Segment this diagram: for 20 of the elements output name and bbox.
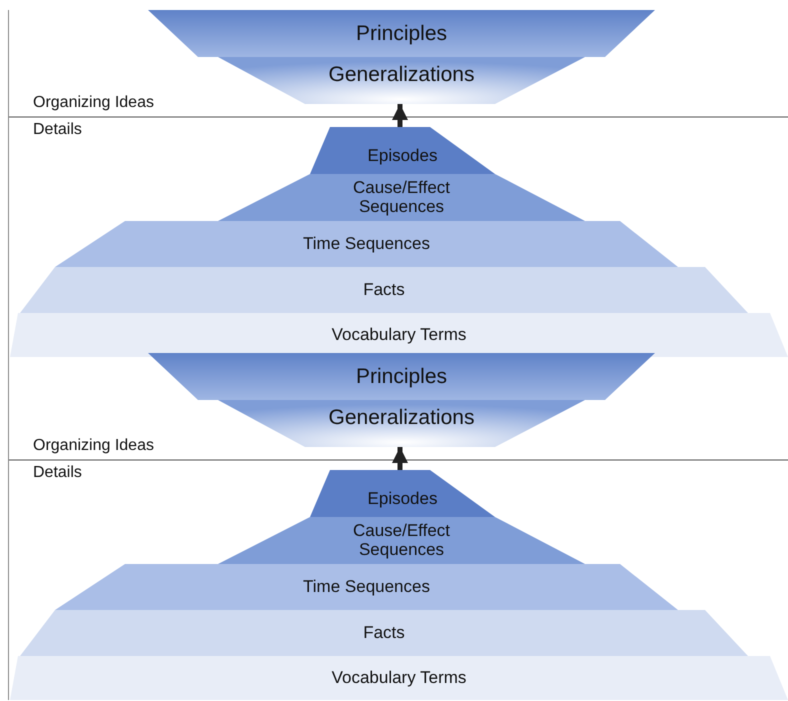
arrow <box>392 104 408 127</box>
level-label: Principles <box>356 22 448 46</box>
level-label: Vocabulary Terms <box>332 326 466 344</box>
level-label: Facts <box>363 280 405 300</box>
level-label: Generalizations <box>328 62 474 86</box>
section-label: Details <box>33 121 82 139</box>
level-label: Episodes <box>368 490 438 509</box>
level-label: Time Sequences <box>303 578 430 596</box>
level-label: Cause/Effect Sequences <box>352 522 452 560</box>
level-label: Facts <box>363 624 405 642</box>
section-label: Organizing Ideas <box>33 94 154 112</box>
level-label: Episodes <box>368 147 438 166</box>
section-label: Organizing Ideas <box>33 437 154 455</box>
section-label: Details <box>33 464 82 482</box>
arrow <box>392 447 408 470</box>
level-label: Principles <box>356 364 448 388</box>
level-label: Time Sequences <box>303 234 430 254</box>
level-label: Vocabulary Terms <box>332 668 466 688</box>
level-label: Generalizations <box>328 406 474 430</box>
level-label: Cause/Effect Sequences <box>352 178 452 216</box>
